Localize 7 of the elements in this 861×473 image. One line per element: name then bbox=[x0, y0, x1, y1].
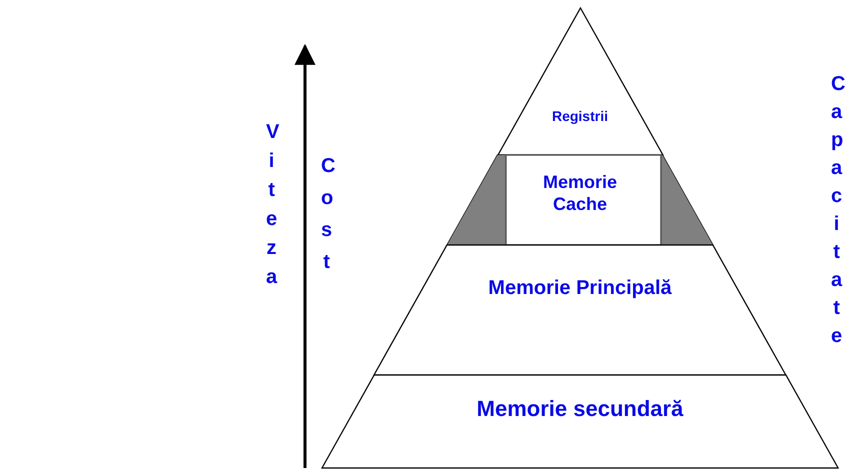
vertical-axis-label: Viteza bbox=[266, 120, 278, 290]
tier-label: Memorie Cache bbox=[542, 172, 618, 216]
tier-label: Memorie secundară bbox=[476, 396, 684, 422]
vertical-axis-label: Cost bbox=[321, 154, 332, 275]
tier-label: Memorie Principală bbox=[487, 276, 673, 300]
tier-label: Registrii bbox=[550, 108, 609, 125]
vertical-axis-label: Capacitate bbox=[831, 72, 842, 349]
